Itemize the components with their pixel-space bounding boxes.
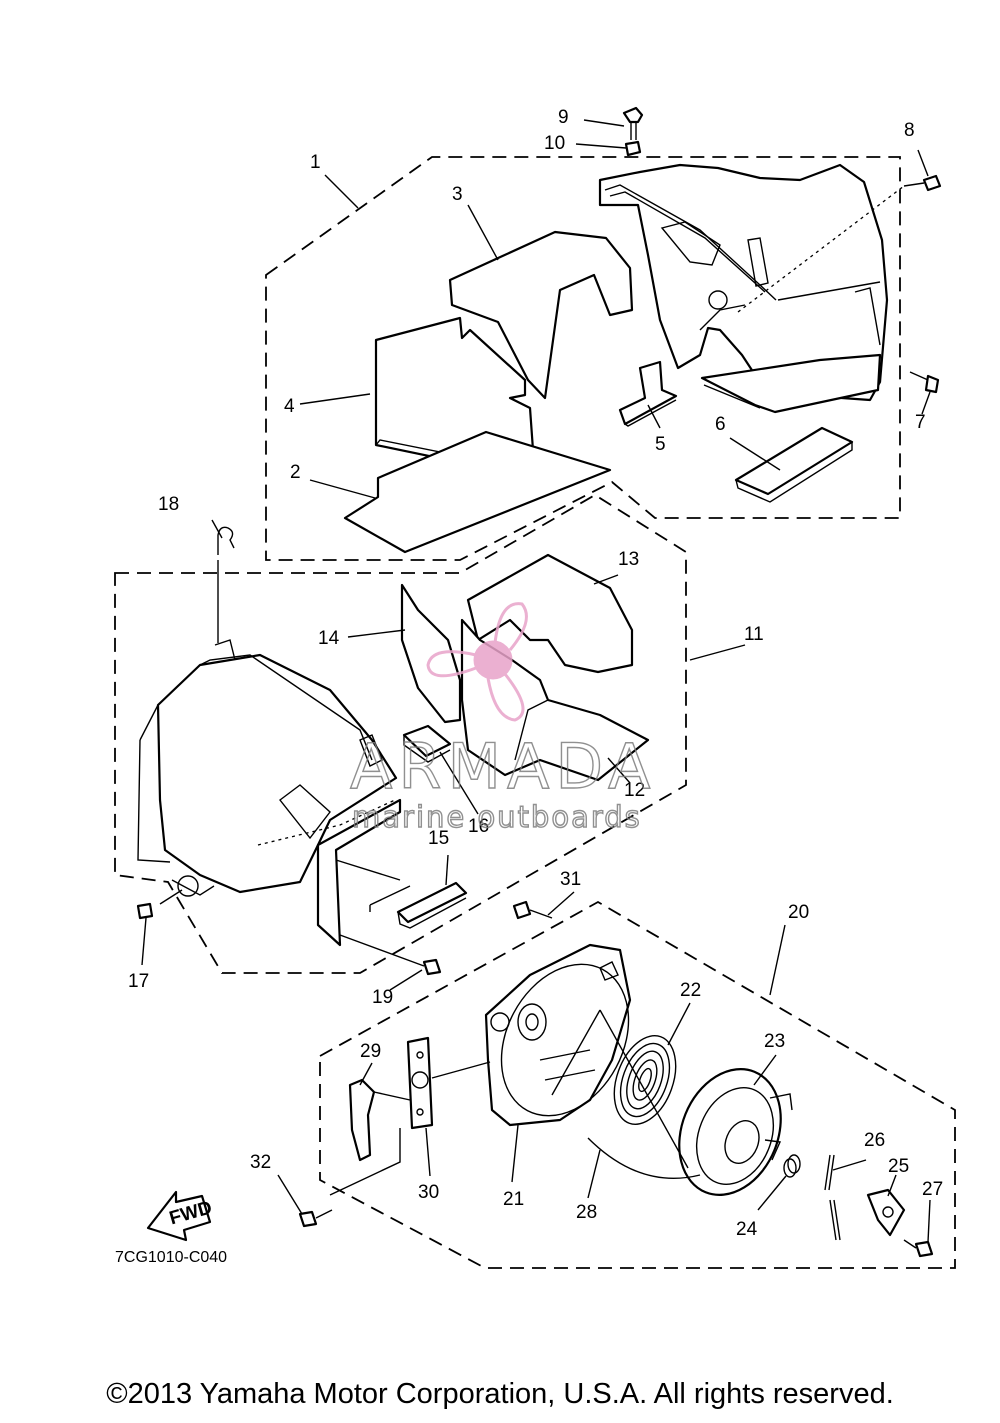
callout-23: 23 xyxy=(764,1031,785,1052)
leader-lines xyxy=(141,119,931,1243)
callout-7: 7 xyxy=(915,412,926,433)
drawing-code: 7CG1010-C040 xyxy=(115,1249,227,1266)
upper-cowling-group xyxy=(343,106,942,554)
callout-25: 25 xyxy=(888,1156,909,1177)
callout-15: 15 xyxy=(428,828,449,849)
armada-watermark: ARMADA marine outboards xyxy=(349,602,656,835)
callout-5: 5 xyxy=(655,434,666,455)
callout-10: 10 xyxy=(544,133,565,154)
callout-1: 1 xyxy=(310,152,321,173)
callout-4: 4 xyxy=(284,396,295,417)
part-callouts: 1 2 3 4 5 6 7 8 9 10 11 12 13 14 15 16 1… xyxy=(128,107,943,1240)
callout-20: 20 xyxy=(788,902,809,923)
callout-30: 30 xyxy=(418,1182,439,1203)
group-outline-20 xyxy=(319,900,956,1269)
callout-8: 8 xyxy=(904,120,915,141)
callout-31: 31 xyxy=(560,869,581,890)
callout-3: 3 xyxy=(452,184,463,205)
callout-17: 17 xyxy=(128,971,149,992)
callout-14: 14 xyxy=(318,628,340,649)
callout-9: 9 xyxy=(558,107,569,128)
callout-24: 24 xyxy=(736,1219,758,1240)
copyright-notice: ©2013 Yamaha Motor Corporation, U.S.A. A… xyxy=(106,1378,894,1410)
callout-22: 22 xyxy=(680,980,701,1001)
callout-16: 16 xyxy=(468,816,489,837)
propeller-logo-icon xyxy=(426,602,528,722)
callout-32: 32 xyxy=(250,1152,271,1173)
callout-11: 11 xyxy=(744,624,764,645)
callout-6: 6 xyxy=(715,414,726,435)
group-outline-1 xyxy=(265,156,901,561)
watermark-tagline: marine outboards xyxy=(352,800,642,834)
group-outline-11 xyxy=(114,493,687,974)
callout-29: 29 xyxy=(360,1041,381,1062)
fwd-arrow-icon xyxy=(146,1190,212,1242)
callout-12: 12 xyxy=(624,780,645,801)
callout-2: 2 xyxy=(290,462,301,483)
callout-21: 21 xyxy=(503,1189,524,1210)
callout-18: 18 xyxy=(158,494,179,515)
callout-26: 26 xyxy=(864,1130,885,1151)
callout-28: 28 xyxy=(576,1202,597,1223)
callout-27: 27 xyxy=(922,1179,943,1200)
watermark-brand: ARMADA xyxy=(350,730,656,803)
callout-13: 13 xyxy=(618,549,639,570)
callout-19: 19 xyxy=(372,987,393,1008)
recoil-starter-group: FWD xyxy=(146,900,934,1258)
